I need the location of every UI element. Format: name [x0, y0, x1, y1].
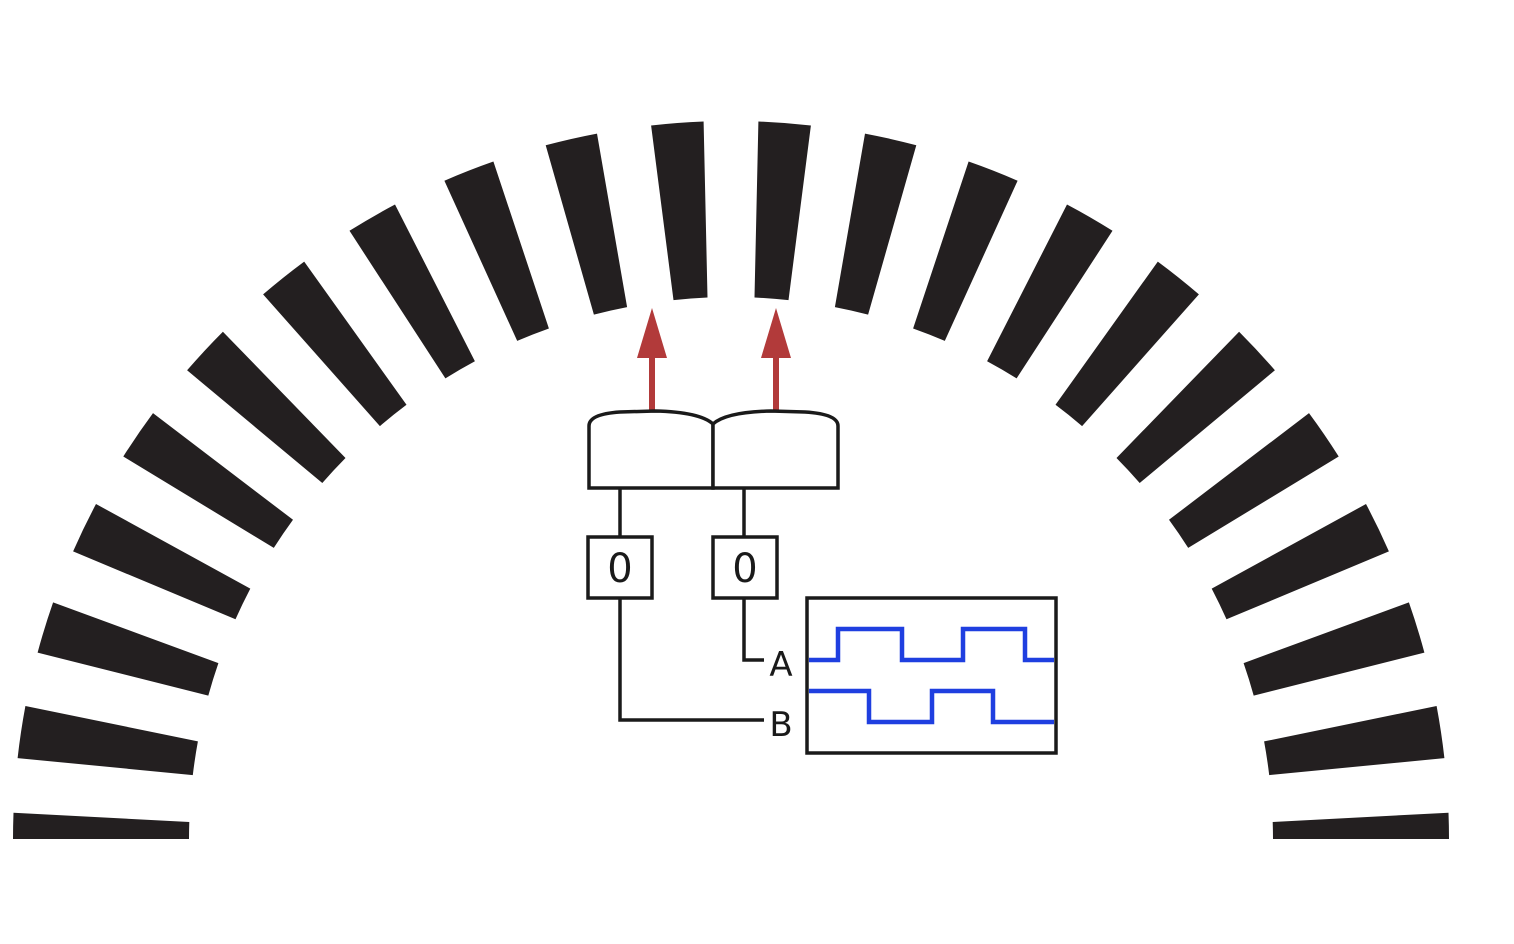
disc-segment	[834, 133, 917, 315]
waveform-a	[809, 626, 1054, 663]
sensor-body-left	[587, 409, 715, 490]
waveform-display	[805, 596, 1058, 755]
disc-segment	[444, 161, 549, 341]
disc-segment	[754, 121, 811, 301]
waveform-frame	[805, 596, 1058, 755]
disc-segment	[187, 331, 346, 483]
sensor-bodies	[587, 409, 840, 490]
disc-segment	[17, 706, 198, 776]
disc-segment	[1116, 331, 1275, 483]
sensor-arrows	[637, 308, 791, 412]
disc-segment	[1272, 812, 1449, 839]
disc-segment	[263, 261, 407, 427]
counter-value-left: 0	[607, 546, 632, 592]
disc-segment	[1264, 706, 1445, 776]
wire-right-counter-to-A	[742, 598, 764, 662]
disc-segment	[987, 204, 1113, 379]
sensor-body-right	[711, 409, 840, 490]
counter-box-left	[586, 535, 654, 600]
disc-segment	[13, 812, 190, 839]
encoder-disc	[13, 121, 1449, 839]
wire-left-counter-to-B	[618, 598, 764, 722]
disc-segment	[349, 204, 475, 379]
counter-box-right	[711, 535, 779, 600]
channel-label-a: A	[769, 645, 792, 685]
disc-segment	[545, 133, 628, 315]
disc-segment	[1169, 413, 1339, 548]
disc-segment	[913, 161, 1018, 341]
disc-segment	[37, 602, 219, 696]
sensor-arrow-right	[761, 308, 791, 412]
wires	[618, 488, 764, 722]
waveform-b	[809, 688, 1054, 725]
channel-label-b: B	[769, 705, 792, 745]
disc-segment	[1243, 602, 1425, 696]
disc-segment	[651, 121, 708, 301]
sensor-arrow-left	[637, 308, 667, 412]
disc-segment	[1055, 261, 1199, 427]
disc-segment	[1211, 504, 1389, 620]
counter-boxes: 0 0	[586, 535, 779, 600]
disc-segment	[73, 504, 251, 620]
disc-segment	[123, 413, 293, 548]
counter-value-right: 0	[732, 546, 757, 592]
